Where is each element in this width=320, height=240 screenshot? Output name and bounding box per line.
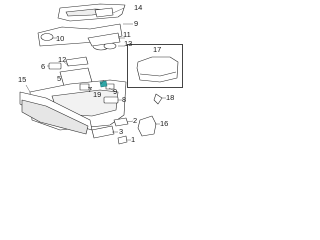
part-7 — [79, 83, 90, 91]
callout-9-mid: 9 — [113, 87, 118, 96]
callout-8: 8 — [122, 95, 127, 104]
highlighted-fastener — [99, 80, 108, 88]
callout-10: 10 — [56, 34, 65, 43]
part-2 — [113, 117, 129, 127]
callout-5: 5 — [57, 74, 62, 83]
knob-10 — [40, 33, 54, 41]
callout-2: 2 — [133, 116, 138, 125]
callout-3: 3 — [119, 127, 124, 136]
part-16 — [137, 115, 157, 137]
callout-18: 18 — [166, 93, 175, 102]
callout-17: 17 — [153, 45, 162, 54]
callout-19: 19 — [93, 90, 102, 99]
part-18 — [153, 93, 163, 105]
callout-14: 14 — [134, 3, 143, 12]
part-8 — [103, 96, 119, 104]
callout-13: 13 — [124, 39, 133, 48]
callout-15: 15 — [18, 75, 27, 84]
callout-12: 12 — [58, 55, 67, 64]
part-4 — [105, 83, 115, 90]
part-1 — [117, 135, 128, 145]
callout-9-top: 9 — [134, 19, 139, 28]
callout-1: 1 — [131, 135, 136, 144]
armrest-detail-frame — [127, 44, 183, 88]
part-12 — [65, 56, 89, 67]
part-3 — [91, 125, 115, 139]
console-parts-diagram — [19, 3, 179, 145]
insert-13 — [87, 32, 121, 47]
callout-6: 6 — [41, 62, 46, 71]
callout-16: 16 — [160, 119, 169, 128]
bracket-14 — [94, 7, 114, 18]
callout-7: 7 — [88, 85, 93, 94]
console-side-trim — [21, 99, 89, 135]
callout-11: 11 — [123, 30, 131, 39]
armrest-lid-edge — [139, 71, 177, 77]
armrest-lid — [136, 56, 179, 83]
